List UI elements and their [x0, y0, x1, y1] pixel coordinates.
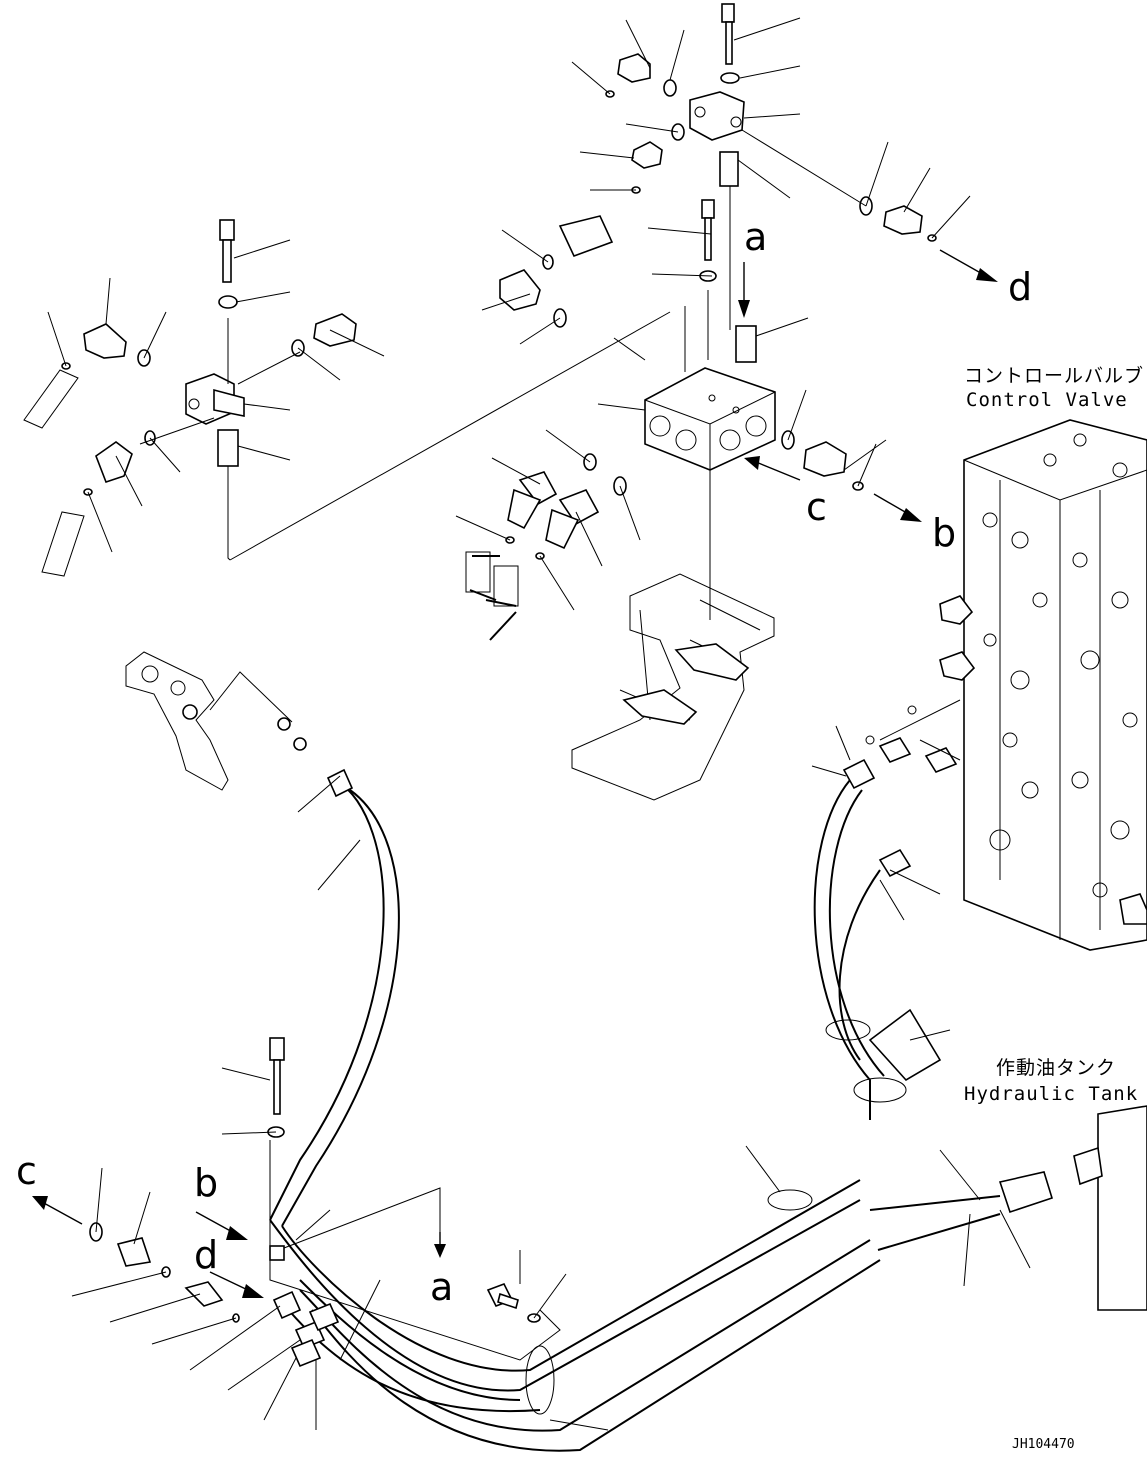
callout-b-right: b [932, 511, 956, 555]
callout-a-bottom: a [430, 1265, 453, 1309]
callout-arrows [32, 249, 998, 1298]
note-hydraulic-tank-en: Hydraulic Tank [964, 1083, 1138, 1105]
note-hydraulic-tank-jp: 作動油タンク [996, 1057, 1116, 1079]
left-bracket [125, 651, 307, 791]
top-tee-assembly [571, 3, 971, 330]
note-control-valve-en: Control Valve [966, 389, 1128, 411]
hydraulic-tank-wall [1073, 1105, 1147, 1311]
callout-c-left: c [16, 1149, 37, 1193]
tank-hoses [869, 1149, 1053, 1287]
left-block-assembly [23, 219, 385, 577]
note-control-valve-jp: コントロールバルブ [964, 364, 1144, 387]
callout-b-left: b [194, 1161, 218, 1205]
callout-a-top: a [744, 215, 767, 259]
callout-d-right: d [1008, 265, 1032, 309]
control-valve-body [939, 419, 1147, 951]
hose-routing [71, 699, 961, 1452]
mounting-bracket [571, 573, 775, 801]
main-block-assembly [229, 199, 887, 641]
callout-c-right: c [806, 485, 827, 529]
drawing-code: JH104470 [1012, 1437, 1075, 1452]
callout-d-left: d [194, 1233, 218, 1277]
